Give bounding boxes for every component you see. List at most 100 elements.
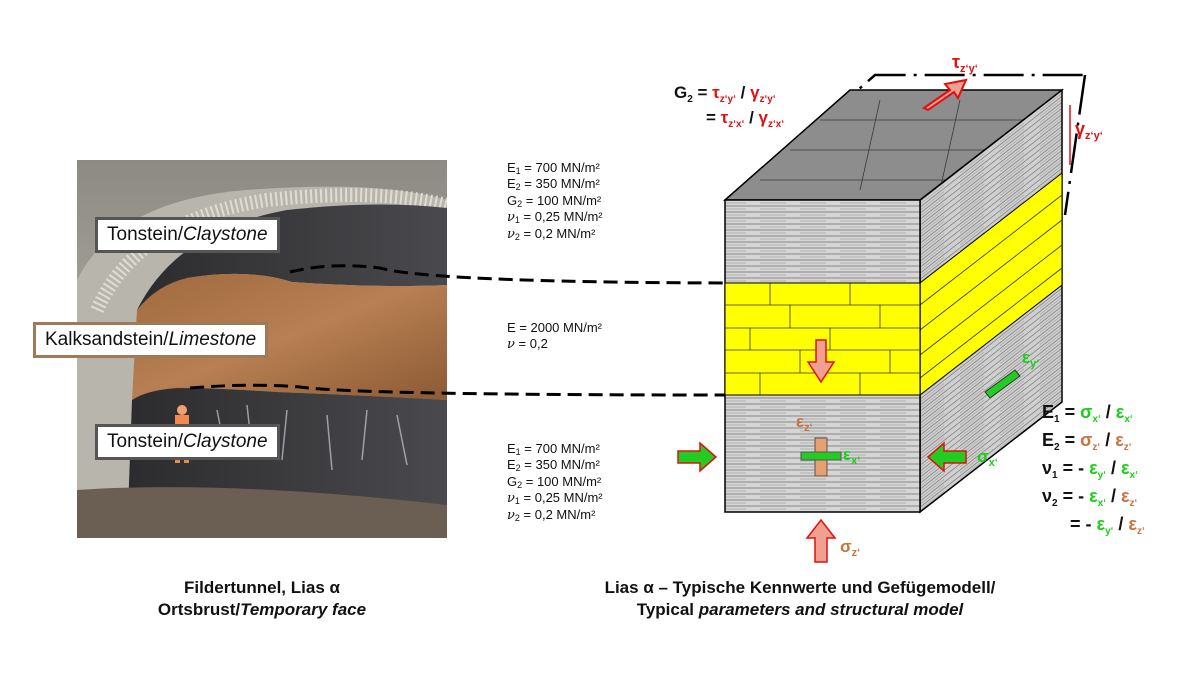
compression-arrow-down	[806, 339, 836, 384]
g2-gamma2-sub: z‘x‘	[768, 119, 785, 130]
param-e: E = 2000 MN/m²	[507, 320, 603, 335]
sigma-x-arrow-left	[677, 441, 718, 473]
param-nu: ν = 0,2	[507, 336, 602, 353]
caption-right-de: Typical	[636, 600, 695, 619]
param-nu1: ν1 = 0,25 MN/m²	[507, 209, 603, 226]
caption-left-line1: Fildertunnel, Lias α	[184, 578, 340, 597]
g2-gamma2: γ	[758, 108, 769, 127]
param-nu1: ν1 = 0,25 MN/m²	[507, 490, 603, 507]
modulus-nu2-alt: = - εy‘ / εz‘	[1070, 514, 1145, 537]
label-limestone: Kalksandstein/Limestone	[33, 322, 269, 358]
param-nu1-sub: 1	[514, 495, 520, 506]
param-e1-val: = 700 MN/m²	[520, 160, 600, 175]
label-top-de: Tonstein/	[107, 224, 184, 245]
param-e1-sym: E	[507, 441, 516, 456]
caption-left-line2: Ortsbrust/Temporary face	[77, 599, 447, 621]
modulus-nu2: ν2 = - εx‘ / εz‘	[1042, 486, 1138, 509]
caption-right-en: parameters and structural model	[694, 600, 964, 619]
g2-slash: /	[735, 83, 751, 102]
g2-line-2: = τz‘x‘ / γz‘x‘	[674, 105, 784, 130]
eps-x-label: εx‘	[843, 445, 860, 467]
moduli-formulas: E1 = σx‘ / εx‘ E2 = σz‘ / εz‘ ν1 = - εy‘…	[1042, 398, 1145, 538]
param-nu1-sym: ν	[507, 490, 515, 506]
param-g2-sym: G	[507, 192, 518, 208]
param-nu2: ν2 = 0,2 MN/m²	[507, 507, 603, 524]
eps-z-label: εz‘	[796, 412, 813, 434]
param-e1-val: = 700 MN/m²	[520, 441, 600, 456]
param-e1-sym: E	[507, 160, 516, 175]
param-g2-val: = 100 MN/m²	[522, 473, 602, 489]
param-e1-sub: 1	[515, 166, 521, 176]
g2-tau-sub: z‘y‘	[719, 94, 736, 105]
param-e2-val: = 350 MN/m²	[520, 176, 600, 192]
param-nu2-sub: 2	[514, 513, 520, 524]
gamma-right-label: γz‘y‘	[1075, 119, 1103, 142]
param-g2-sym: G	[507, 473, 518, 489]
caption-left: Fildertunnel, Lias α Ortsbrust/Temporary…	[77, 577, 447, 621]
params-limestone: E = 2000 MN/m² ν = 0,2	[507, 320, 602, 354]
modulus-nu1: ν1 = - εy‘ / εx‘	[1042, 458, 1138, 481]
param-e1: E1 = 700 MN/m²	[507, 441, 603, 457]
g2-gamma-sub: z‘y‘	[759, 94, 776, 105]
param-e2-val: = 350 MN/m²	[520, 457, 600, 473]
params-lower-claystone: E1 = 700 MN/m² E2 = 350 MN/m² G2 = 100 M…	[507, 441, 603, 524]
params-upper-claystone: E1 = 700 MN/m² E2 = 350 MN/m² G2 = 100 M…	[507, 160, 603, 243]
param-e1-sub: 1	[515, 447, 521, 457]
param-nu2-sym: ν	[507, 227, 515, 243]
tau-arrow	[922, 78, 968, 112]
param-nu1-sub: 1	[514, 214, 520, 225]
label-middle-de: Kalksandstein/	[45, 329, 169, 350]
param-nu1-val: = 0,25 MN/m²	[519, 489, 603, 505]
eps-y-label: εy‘	[1022, 348, 1039, 370]
sigma-z-arrow	[805, 518, 837, 563]
g2-slash2: /	[744, 108, 759, 127]
param-nu2: ν2 = 0,2 MN/m²	[507, 226, 603, 243]
modulus-e2: E2 = σz‘ / εz‘	[1042, 430, 1132, 453]
sigma-x-label: σx‘	[977, 447, 998, 469]
label-middle-en: Limestone	[168, 329, 257, 350]
modulus-e1: E1 = σx‘ / εx‘	[1042, 402, 1133, 425]
g2-sub: 2	[687, 94, 693, 105]
param-nu-sym: ν	[507, 337, 515, 353]
g2-eq: =	[692, 83, 713, 102]
label-bottom-claystone: Tonstein/Claystone	[95, 424, 280, 460]
param-e2-sub: 2	[515, 463, 521, 474]
param-e2-sub: 2	[515, 182, 521, 193]
caption-right-line2: Typical parameters and structural model	[520, 599, 1080, 621]
param-nu-val: = 0,2	[514, 336, 548, 352]
caption-right: Lias α – Typische Kennwerte und Gefügemo…	[520, 577, 1080, 621]
eps-x-marker	[800, 451, 842, 461]
param-g2: G2 = 100 MN/m²	[507, 193, 603, 209]
label-top-claystone: Tonstein/Claystone	[95, 217, 280, 253]
g2-eq2: =	[706, 108, 721, 127]
lower-boundary-line	[189, 383, 726, 397]
param-e2: E2 = 350 MN/m²	[507, 457, 603, 473]
param-e2-sym: E	[507, 176, 516, 192]
param-nu1-sym: ν	[507, 209, 515, 225]
param-g2: G2 = 100 MN/m²	[507, 474, 603, 490]
g2-tau2: τ	[720, 108, 729, 127]
g2-formula: G2 = τz‘y‘ / γz‘y‘ = τz‘x‘ / γz‘x‘	[674, 80, 784, 130]
param-nu2-val: = 0,2 MN/m²	[519, 507, 596, 523]
param-nu2-sym: ν	[507, 508, 515, 524]
param-nu1-val: = 0,25 MN/m²	[519, 208, 603, 224]
param-e1: E1 = 700 MN/m²	[507, 160, 603, 176]
g2-gamma: γ	[750, 83, 760, 102]
label-bottom-de: Tonstein/	[107, 431, 184, 452]
label-bottom-en: Claystone	[183, 431, 268, 452]
param-e2: E2 = 350 MN/m²	[507, 176, 603, 192]
g2-tau: τ	[712, 83, 720, 102]
upper-boundary-line	[289, 264, 726, 285]
param-nu2-val: = 0,2 MN/m²	[519, 226, 596, 242]
caption-left-de: Ortsbrust/	[157, 600, 241, 619]
g2-line-1: G2 = τz‘y‘ / γz‘y‘	[674, 80, 784, 105]
tunnel-face-photo: Tonstein/Claystone Tonstein/Claystone	[77, 160, 447, 538]
tau-top-label: τz‘y‘	[952, 52, 978, 75]
sigma-z-label: σz‘	[840, 537, 860, 559]
eps-y-marker	[984, 369, 1021, 399]
g2-symbol: G	[674, 83, 688, 102]
param-g2-sub: 2	[517, 479, 523, 490]
param-g2-val: = 100 MN/m²	[522, 192, 602, 208]
